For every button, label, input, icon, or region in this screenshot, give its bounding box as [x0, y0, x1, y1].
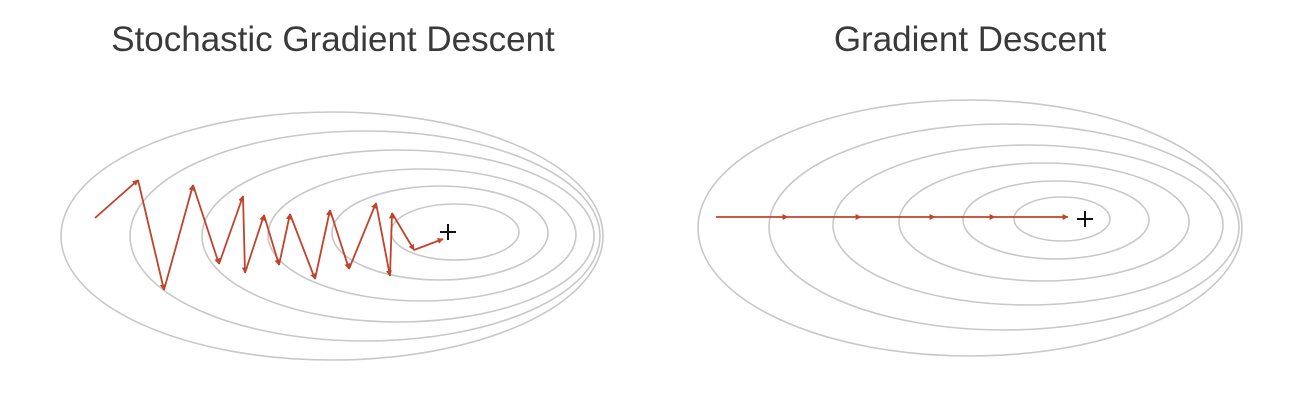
sgd-contour	[201, 149, 595, 323]
sgd-step-arrow	[278, 213, 292, 266]
sgd-panel	[60, 111, 604, 361]
sgd-step-arrow	[314, 209, 332, 280]
gd-contours	[697, 99, 1243, 357]
gd-contour	[898, 162, 1190, 282]
sgd-contour	[267, 168, 577, 302]
gd-contour	[697, 99, 1243, 357]
sgd-step-arrow	[329, 209, 351, 270]
sgd-step-arrow	[348, 202, 377, 270]
gd-contour	[768, 123, 1240, 331]
sgd-step-arrow	[263, 214, 281, 266]
sgd-title: Stochastic Gradient Descent	[111, 20, 555, 59]
sgd-step-arrow	[94, 179, 139, 219]
sgd-step-arrow	[388, 212, 395, 277]
sgd-contour	[331, 185, 549, 281]
sgd-contour	[129, 130, 601, 342]
sgd-path	[94, 179, 444, 291]
sgd-step-arrow	[163, 184, 195, 291]
sgd-step-arrow	[413, 238, 444, 251]
sgd-minimum-marker	[440, 224, 456, 240]
gd-minimum-marker	[1077, 211, 1093, 227]
sgd-step-arrow	[192, 184, 221, 265]
sgd-step-arrow	[244, 214, 266, 274]
sgd-step-arrow	[218, 195, 245, 265]
sgd-step-arrow	[375, 202, 392, 277]
gd-contour	[962, 180, 1150, 260]
sgd-step-arrow	[391, 212, 415, 251]
sgd-step-arrow	[241, 195, 248, 274]
sgd-step-arrow	[137, 179, 166, 291]
gd-panel	[697, 99, 1243, 357]
gd-title: Gradient Descent	[833, 20, 1107, 59]
sgd-contour	[60, 111, 604, 361]
gd-contour	[1013, 196, 1111, 242]
sgd-step-arrow	[289, 213, 316, 280]
sgd-contours	[60, 111, 604, 361]
gd-contour	[832, 144, 1224, 306]
